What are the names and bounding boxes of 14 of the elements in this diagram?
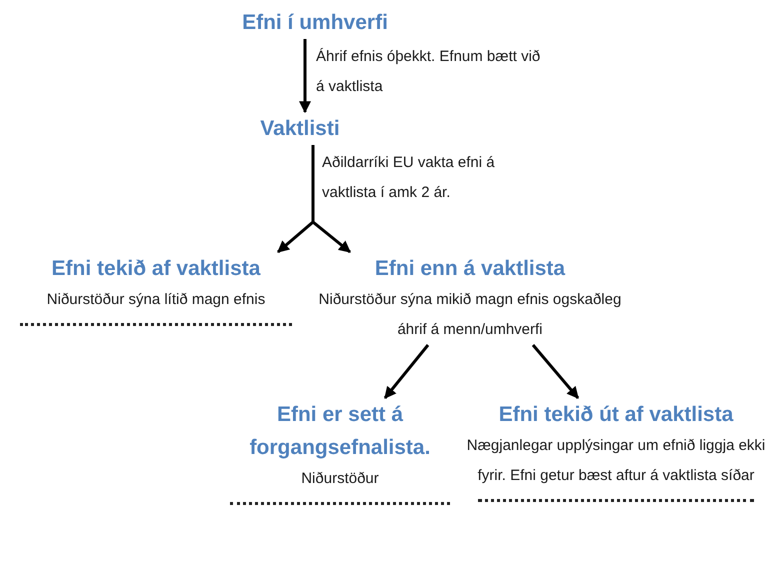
arrow <box>312 145 351 254</box>
arrow <box>384 344 430 399</box>
node-heading: Efni enn á vaktlista <box>374 256 566 282</box>
node-description: Nægjanlegar upplýsingar um efnið liggja ekki fyrir. Efni getur bæst aftur á vaktlista síðar <box>466 436 766 486</box>
node-heading: Vaktlisti <box>260 116 340 142</box>
node-heading: Efni er sett á forgangsefnalista. <box>248 402 432 461</box>
arrow <box>299 39 311 114</box>
arrow <box>532 344 580 399</box>
node-heading: Efni í umhverfi <box>242 10 388 36</box>
node-description: Niðurstöður sýna mikið magn efnis ogskaðleg áhrif á menn/umhverfi <box>318 290 622 340</box>
node-description: Niðurstöður sýna lítið magn efnis <box>46 290 266 310</box>
node-heading: Efni tekið út af vaktlista <box>498 402 734 428</box>
node-heading: Efni tekið af vaktlista <box>52 256 260 282</box>
node-description: Niðurstöður <box>301 469 379 489</box>
